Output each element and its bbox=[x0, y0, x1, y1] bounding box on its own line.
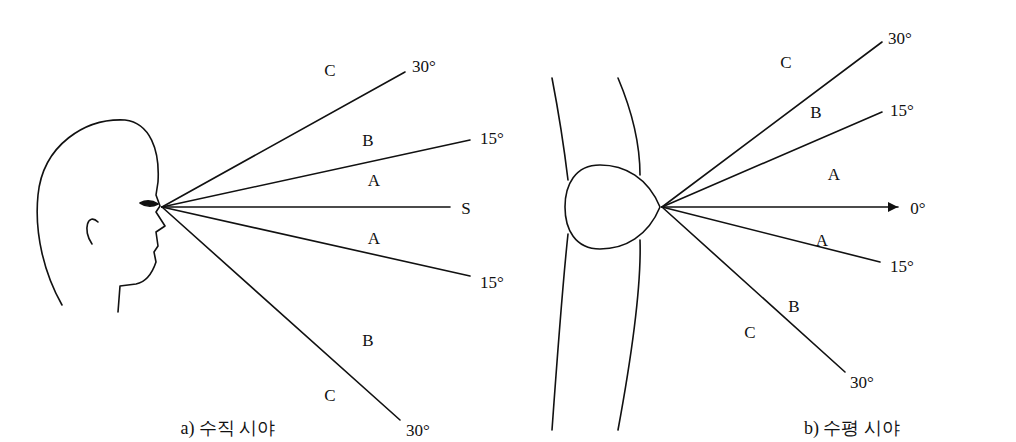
zone-label: C bbox=[324, 387, 335, 404]
eye bbox=[140, 201, 158, 207]
angle-label: 15° bbox=[480, 274, 504, 291]
zone-label: C bbox=[324, 62, 335, 79]
zone-label: B bbox=[788, 298, 799, 315]
zone-label: A bbox=[816, 232, 828, 249]
angle-label: 0° bbox=[910, 200, 925, 217]
angle-label: 15° bbox=[480, 130, 504, 147]
shoulder-arc bbox=[618, 78, 640, 175]
zone-label: B bbox=[362, 132, 373, 149]
angle-label: 30° bbox=[850, 374, 874, 391]
angle-label: 30° bbox=[412, 58, 436, 75]
zone-label: B bbox=[362, 332, 373, 349]
figure-caption: b) 수평 시야 bbox=[804, 419, 900, 437]
zone-label: C bbox=[744, 324, 755, 341]
zone-label: B bbox=[810, 104, 821, 121]
shoulder-arc bbox=[618, 240, 640, 430]
angle-label: S bbox=[461, 200, 470, 217]
shoulder-arc bbox=[552, 78, 568, 180]
angle-label: 30° bbox=[888, 30, 912, 47]
arrowhead bbox=[888, 202, 898, 212]
head-profile bbox=[37, 120, 165, 312]
ear bbox=[87, 219, 98, 244]
head-top-view bbox=[565, 165, 660, 249]
zone-label: C bbox=[780, 54, 791, 71]
zone-label: A bbox=[828, 166, 840, 183]
angle-label: 15° bbox=[890, 102, 914, 119]
zone-label: A bbox=[368, 172, 380, 189]
angle-label: 30° bbox=[406, 422, 430, 439]
zone-label: A bbox=[368, 230, 380, 247]
figure-caption: a) 수직 시야 bbox=[181, 419, 276, 437]
shoulder-arc bbox=[552, 234, 568, 430]
angle-label: 15° bbox=[890, 258, 914, 275]
